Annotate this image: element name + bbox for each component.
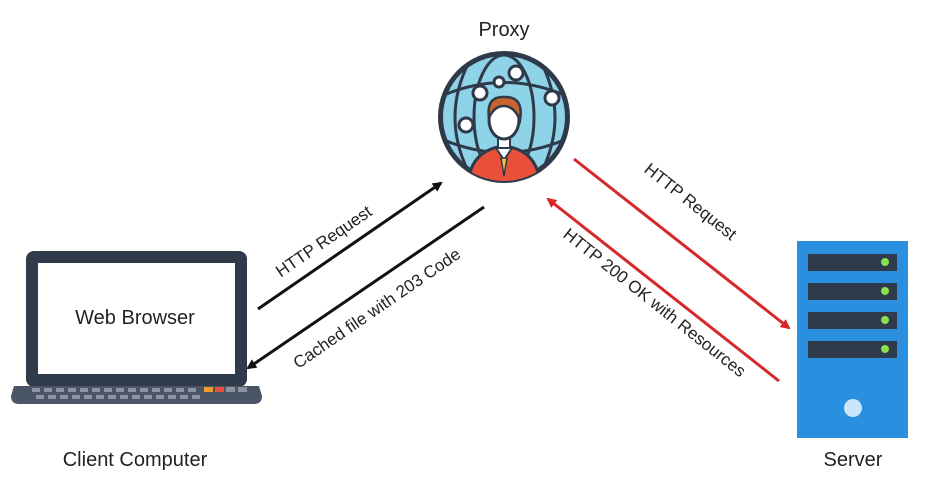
web-browser-label: Web Browser	[75, 307, 195, 329]
arrow-client-to-proxy	[257, 181, 443, 311]
proxy-person-globe-icon	[438, 51, 570, 183]
label-client-to-proxy: HTTP Request	[272, 202, 375, 281]
label-proxy-to-server: HTTP Request	[641, 159, 741, 244]
server-label: Server	[824, 449, 883, 471]
label-proxy-to-client: Cached file with 203 Code	[290, 244, 464, 372]
arrow-server-to-proxy	[546, 197, 780, 383]
laptop-icon	[11, 251, 262, 404]
arrow-proxy-to-client	[246, 205, 485, 370]
client-computer-label: Client Computer	[63, 449, 208, 471]
server-tower-icon	[797, 241, 908, 438]
label-server-to-proxy: HTTP 200 OK with Resources	[560, 224, 750, 380]
arrow-proxy-to-server	[573, 157, 791, 330]
proxy-label: Proxy	[478, 19, 529, 41]
